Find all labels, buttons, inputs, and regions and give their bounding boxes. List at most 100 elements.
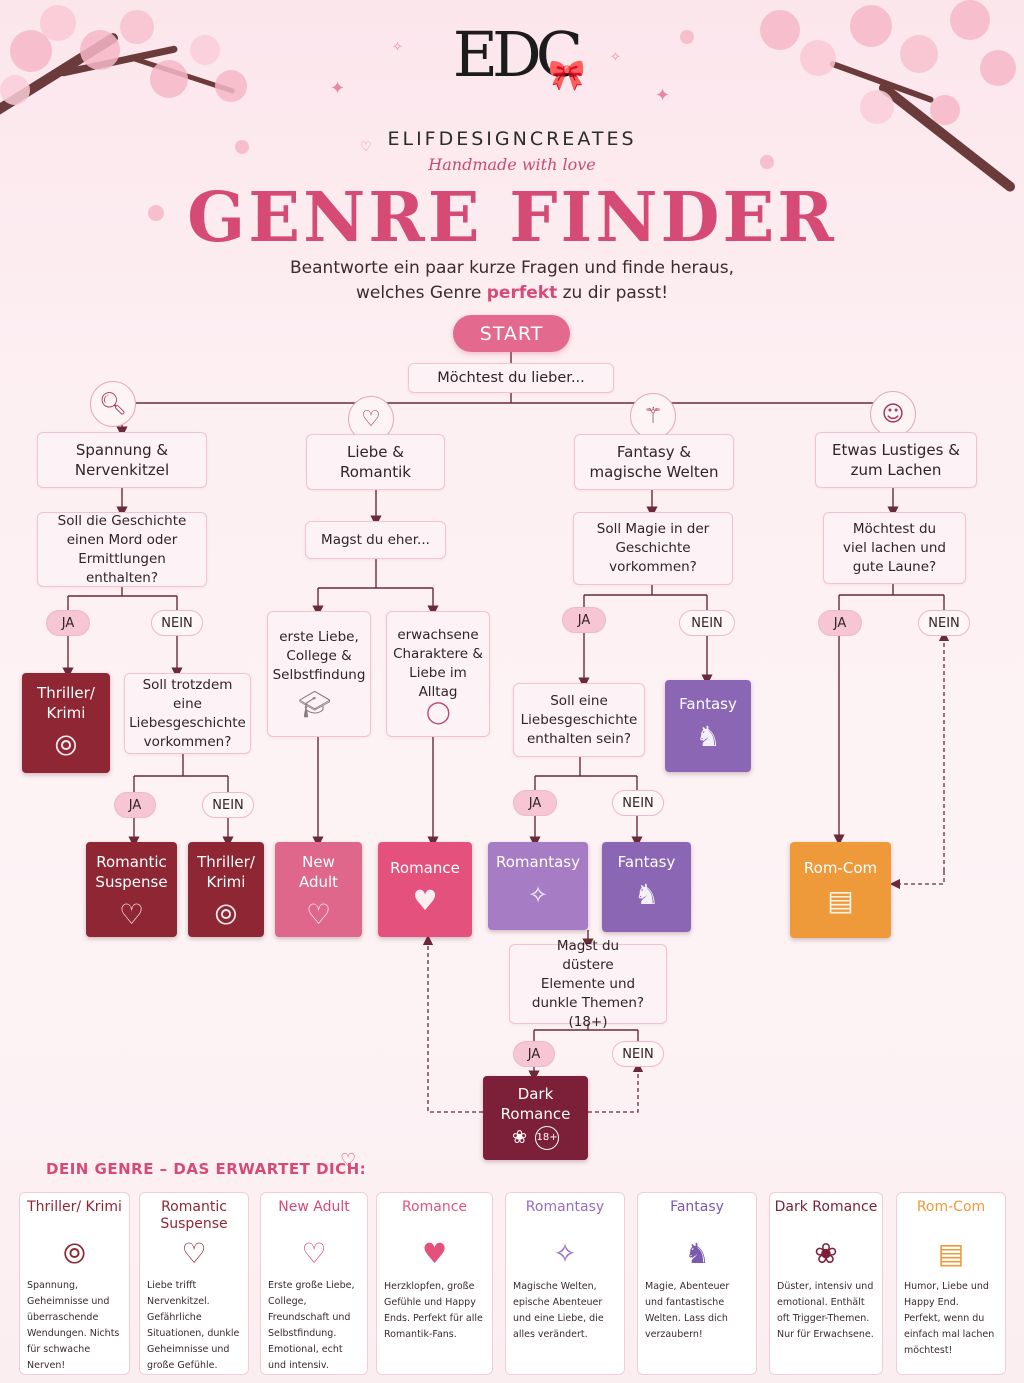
rose-icon: ❀ <box>814 1237 838 1270</box>
result-label: Romance <box>390 859 460 877</box>
fingerprint-icon: ⦾ <box>63 1236 86 1270</box>
subtitle-line-2: welches Genre perfekt zu dir passt! <box>200 281 824 306</box>
question-spannung-mord: Soll die Geschichte einen Mord oder Ermi… <box>37 512 207 587</box>
genre-card: Fantasy ♞ Magie, Abenteuer und fantastisch… <box>637 1192 757 1375</box>
subtitle-text: zu dir passt! <box>557 283 669 303</box>
genre-card: Romance ♥ Herzklopfen, große Gefühle und H… <box>376 1192 493 1375</box>
result-label: Romantic Suspense <box>95 853 168 891</box>
genre-card-title: Romantic Suspense <box>160 1199 228 1232</box>
option-label: erste Liebe, College & Selbstfindung <box>272 629 366 683</box>
start-pill: START <box>453 315 570 352</box>
genre-card-title: Romantasy <box>525 1199 605 1215</box>
sparkle-icon: ✧ <box>610 50 621 65</box>
genre-card-title: New Adult <box>278 1199 350 1215</box>
no-pill: NEIN <box>151 610 203 636</box>
heartbeat-icon: ♡ <box>118 898 145 931</box>
result-fantasy-2: Fantasy ♞ <box>602 842 691 932</box>
heartbeat-icon: ♡ <box>181 1236 207 1270</box>
fingerprint-icon: ⦾ <box>54 729 78 762</box>
question-root: Möchtest du lieber... <box>408 363 614 393</box>
genre-card-title: Fantasy <box>670 1199 724 1215</box>
genre-card-title: Thriller/ Krimi <box>27 1199 122 1215</box>
genre-card-description: Erste große Liebe, College, Freundschaft… <box>268 1280 355 1371</box>
genre-card-description: Herzklopfen, große Gefühle und Happy End… <box>384 1281 483 1340</box>
magic-wand-icon: ⚚ <box>630 393 676 439</box>
smiley-icon: ☺ <box>870 391 916 437</box>
logo-monogram: EDC <box>452 18 583 91</box>
option-erste-liebe: erste Liebe, College & Selbstfindung <box>267 611 371 737</box>
yes-pill: JA <box>114 792 156 818</box>
category-spannung: Spannung & Nervenkitzel <box>37 432 207 488</box>
result-label: Rom-Com <box>803 859 878 877</box>
category-fantasy: Fantasy & magische Welten <box>574 434 734 490</box>
result-thriller-krimi: Thriller/ Krimi ⦾ <box>22 673 110 773</box>
magnifier-icon: 🔍︎ <box>90 381 136 427</box>
question-fantasy-liebe: Soll eine Liebesgeschichte enthalten sei… <box>513 683 645 757</box>
heart-icon: ♥ <box>412 884 438 917</box>
no-pill: NEIN <box>612 1041 664 1067</box>
yes-pill: JA <box>818 610 862 636</box>
genre-card: Dark Romance ❀ Düster, intensiv und emotio… <box>769 1192 883 1375</box>
result-fantasy: Fantasy ♞ <box>665 680 751 772</box>
subtitle-text: welches Genre <box>355 283 487 303</box>
result-dark-romance: Dark Romance ❀ 18+ <box>483 1076 588 1160</box>
category-lustig: Etwas Lustiges & zum Lachen <box>815 432 977 488</box>
genre-card-description: Spannung, Geheimnisse und überraschende … <box>27 1280 120 1371</box>
section-title: DEIN GENRE – DAS ERWARTET DICH: <box>46 1160 367 1178</box>
no-pill: NEIN <box>918 610 970 636</box>
no-pill: NEIN <box>612 790 664 816</box>
genre-card-description: Magische Welten, epische Abenteuer und e… <box>513 1281 604 1340</box>
rose-icon: ❀ <box>511 1127 528 1148</box>
genre-card-description: Magie, Abenteuer und fantastische Welten… <box>645 1281 730 1340</box>
sparkle-icon: ✧ <box>392 40 403 55</box>
result-label: Fantasy <box>679 695 737 713</box>
unicorn-icon: ♞ <box>684 1237 710 1270</box>
result-thriller-krimi-2: Thriller/ Krimi ⦾ <box>188 842 264 937</box>
question-lustig-lachen: Möchtest du viel lachen und gute Laune? <box>823 512 966 584</box>
genre-card-description: Liebe trifft Nervenkitzel. Gefährliche S… <box>147 1280 240 1371</box>
unicorn-icon: ♞ <box>633 878 660 911</box>
genre-card: New Adult♡Erste große Liebe, College, Fr… <box>260 1192 368 1375</box>
fingerprint-icon: ⦾ <box>214 898 238 931</box>
question-dark: Magst du düstere Elemente und dunkle The… <box>509 938 667 1030</box>
subtitle-highlight: perfekt <box>486 283 558 303</box>
genre-card: Rom-Com ▤ Humor, Liebe und Happy End. Perf… <box>896 1192 1006 1375</box>
result-new-adult: New Adult ♡ <box>275 842 362 937</box>
genre-card-description: Düster, intensiv und emotional. Enthält … <box>777 1281 874 1340</box>
age-badge: 18+ <box>535 1126 560 1150</box>
yes-pill: JA <box>513 1041 555 1067</box>
question-fantasy-magie: Soll Magie in der Geschichte vorkommen? <box>573 512 733 585</box>
question-liebe-eher: Magst du eher... <box>305 521 446 559</box>
result-label: Romantasy <box>495 853 580 871</box>
category-liebe: Liebe & Romantik <box>306 434 445 490</box>
dark-icons: ❀ 18+ <box>511 1126 560 1150</box>
yes-pill: JA <box>562 607 606 633</box>
subtitle-line-1: Beantworte ein paar kurze Fragen und fin… <box>290 258 734 278</box>
sparkle-icon: ✦ <box>655 85 671 106</box>
result-romantic-suspense: Romantic Suspense ♡ <box>86 842 177 937</box>
result-label: Thriller/ Krimi <box>197 853 255 891</box>
popcorn-icon: ▤ <box>937 1237 965 1270</box>
option-label: erwachsene Charaktere & Liebe im Alltag <box>393 627 483 700</box>
no-pill: NEIN <box>679 610 735 636</box>
page-title: GENRE FINDER <box>187 178 837 258</box>
genre-card-description: Humor, Liebe und Happy End. Perfekt, wen… <box>904 1281 995 1356</box>
heart-icon: ♥ <box>421 1237 448 1270</box>
genre-card-title: Romance <box>401 1199 468 1215</box>
open-book-icon: ✧ <box>527 881 549 909</box>
result-label: Dark Romance <box>500 1085 571 1123</box>
graduation-cap-icon: 🎓︎ <box>298 690 332 720</box>
result-romcom: Rom-Com ▤ <box>790 842 891 938</box>
brand-name: ELIFDESIGNCREATES <box>387 128 637 150</box>
genre-card: Thriller/ Krimi ⦾ Spannung, Geheimnisse un… <box>19 1192 130 1375</box>
heart-icon: ♡ <box>360 140 372 155</box>
no-pill: NEIN <box>202 792 254 818</box>
heart-doodle-icon: ♡ <box>340 1150 357 1171</box>
open-book-icon: ✧ <box>553 1237 577 1270</box>
popcorn-icon: ▤ <box>827 884 854 917</box>
genre-card-title: Dark Romance <box>774 1199 878 1215</box>
genre-card: Romantic Suspense ♡ Liebe trifft Nervenkit… <box>139 1192 249 1375</box>
brand-tagline: Handmade with love <box>428 155 596 174</box>
genre-card-title: Rom-Com <box>916 1199 986 1215</box>
result-label: Thriller/ Krimi <box>37 684 95 722</box>
